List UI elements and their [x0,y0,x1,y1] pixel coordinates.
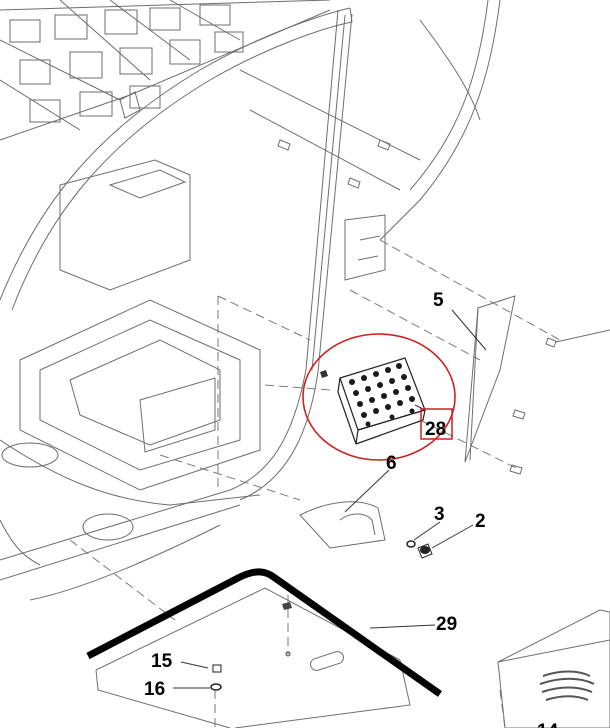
callout-28-highlight-box [420,408,453,440]
part-15-screw [212,664,222,673]
part-29-floor-plate [95,587,411,728]
part-3-washer [406,540,416,548]
callout-6: 6 [386,453,397,474]
leader-lines [173,309,487,689]
callout-5: 5 [433,290,444,311]
cage-arch [0,7,353,311]
callout-15: 15 [151,651,173,672]
part-28-circuit-board [320,357,426,445]
part-5-side-panel [464,295,610,475]
floor-panel [0,439,261,601]
storage-bin [19,159,261,491]
callout-2: 2 [475,511,486,532]
roof-grid [0,0,331,141]
seal-strip [86,568,443,697]
part-14-grille-panel [497,609,610,728]
callout-28: 28 [425,419,446,440]
part-6-cover [299,501,386,549]
callout-14: 14 [537,721,559,728]
callout-16: 16 [144,679,165,700]
callout-3: 3 [434,504,445,525]
highlight-circle [302,333,456,461]
part-2-knob [417,543,433,559]
part-16-washer [210,683,222,691]
assembly-lines [69,239,561,728]
vertical-pillar [229,9,386,501]
callout-29: 29 [436,614,457,635]
rear-cage [239,0,501,241]
